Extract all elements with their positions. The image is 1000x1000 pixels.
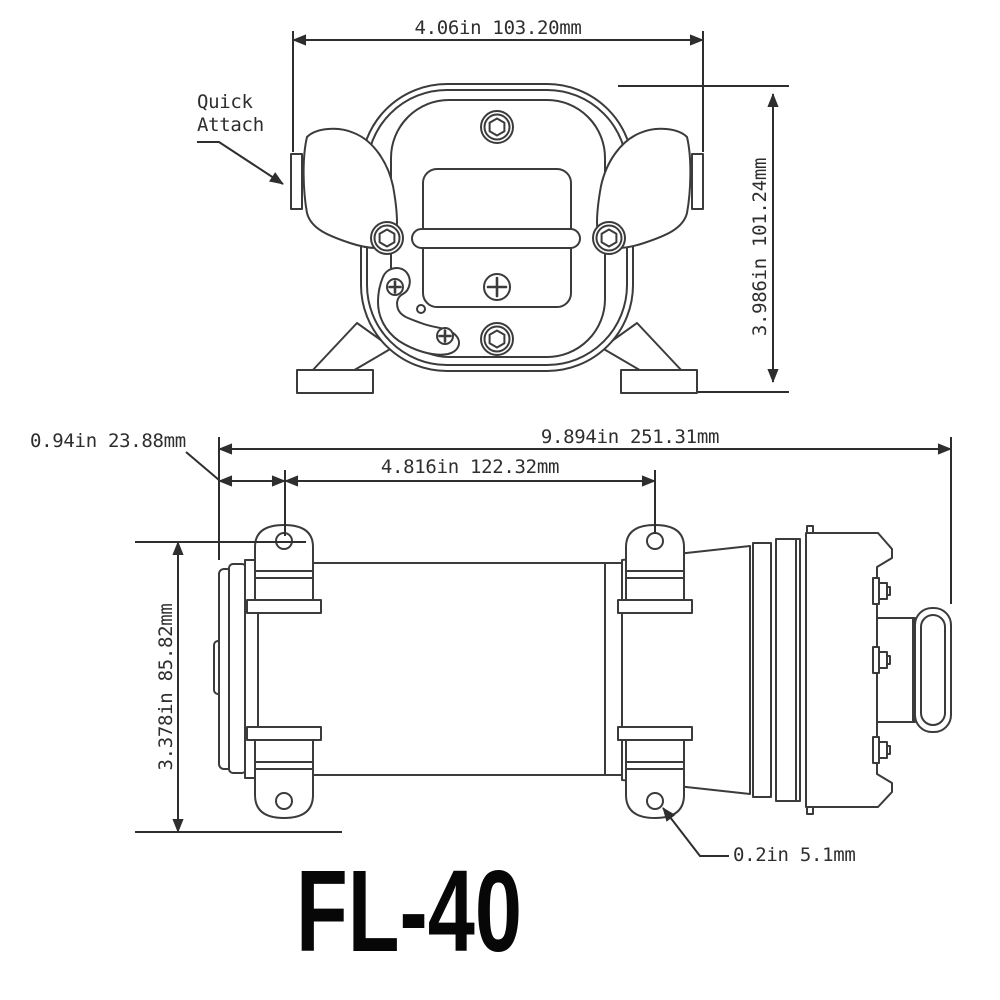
- front-width-dimension: 4.06in 103.20mm: [292, 17, 704, 152]
- left-foot: [296, 369, 374, 394]
- mount-hole-diameter-label: 0.2in 5.1mm: [733, 844, 856, 866]
- front-pump-drawing: [290, 83, 704, 394]
- inlet-offset-leader: [185, 451, 220, 481]
- motor-bottom-nub: [806, 806, 814, 815]
- phillips-screw-center: [483, 273, 511, 301]
- mount-foot-bottom-right: [617, 726, 693, 819]
- mount-foot-top-right: [617, 524, 693, 614]
- mount-hole-spacing-dimension-label: 4.816in 122.32mm: [381, 456, 559, 478]
- inlet-offset-dimension: 0.94in 23.88mm: [30, 430, 286, 487]
- mount-hole-spacing-dimension: 4.816in 122.32mm: [284, 456, 656, 487]
- side-view: 9.894in 251.31mm 0.94in 23.88mm 4.816in …: [30, 426, 952, 866]
- mount-hole: [646, 532, 664, 550]
- port-fitting-cap-inner: [920, 614, 946, 726]
- head-ring-a: [752, 542, 772, 798]
- quick-attach-label-line2: Attach: [197, 114, 264, 136]
- outlet-port: [876, 617, 916, 723]
- side-height-dimension: 3.378in 85.82mm: [135, 541, 342, 833]
- port-fitting-cap: [914, 607, 952, 733]
- motor-top-nub: [806, 525, 814, 534]
- front-height-dimension-label: 3.986in 101.24mm: [749, 158, 771, 336]
- side-pump-drawing: [213, 524, 952, 819]
- mount-hole: [646, 792, 664, 810]
- front-height-dimension: 3.986in 101.24mm: [618, 85, 789, 393]
- mount-hole: [275, 792, 293, 810]
- hex-bolt-top: [480, 110, 514, 144]
- mount-hole-leader-arrow: [662, 807, 729, 857]
- mount-foot-top-left: [246, 524, 322, 614]
- quick-attach-label-line1: Quick: [197, 91, 254, 113]
- motor-bolt-top: [872, 577, 891, 605]
- motor-bolt-middle: [872, 646, 891, 674]
- hex-bolt-bottom: [480, 322, 514, 356]
- phillips-screw-small-upper: [386, 278, 404, 296]
- motor-bolt-bottom: [872, 736, 891, 764]
- clamp-band: [604, 562, 623, 776]
- center-bar: [411, 228, 581, 249]
- extension-lines: [218, 437, 952, 604]
- model-title: FL-40: [296, 846, 522, 976]
- end-cap-inner: [228, 563, 247, 774]
- hex-bolt-right: [592, 221, 626, 255]
- mount-foot-bottom-left: [246, 726, 322, 819]
- pin-hole: [416, 304, 426, 314]
- quick-attach-leader-arrow: [197, 141, 284, 185]
- right-port-stub: [691, 153, 704, 210]
- overall-length-dimension: 9.894in 251.31mm: [218, 426, 952, 455]
- phillips-screw-small-lower: [436, 327, 454, 345]
- overall-length-dimension-label: 9.894in 251.31mm: [541, 426, 719, 448]
- front-view: 4.06in 103.20mm 3.986in 101.24mm Quick A…: [197, 17, 789, 394]
- left-port-stub: [290, 153, 303, 210]
- quick-attach-callout: Quick Attach: [197, 91, 284, 185]
- inlet-offset-dimension-label: 0.94in 23.88mm: [30, 430, 186, 452]
- mount-hole-diameter-callout: 0.2in 5.1mm: [662, 807, 856, 866]
- motor-housing: [805, 532, 893, 808]
- hex-bolt-left: [370, 221, 404, 255]
- side-dimensions: 9.894in 251.31mm 0.94in 23.88mm 4.816in …: [30, 426, 952, 866]
- front-width-dimension-label: 4.06in 103.20mm: [414, 17, 581, 39]
- side-height-dimension-label: 3.378in 85.82mm: [155, 603, 177, 770]
- right-foot: [620, 369, 698, 394]
